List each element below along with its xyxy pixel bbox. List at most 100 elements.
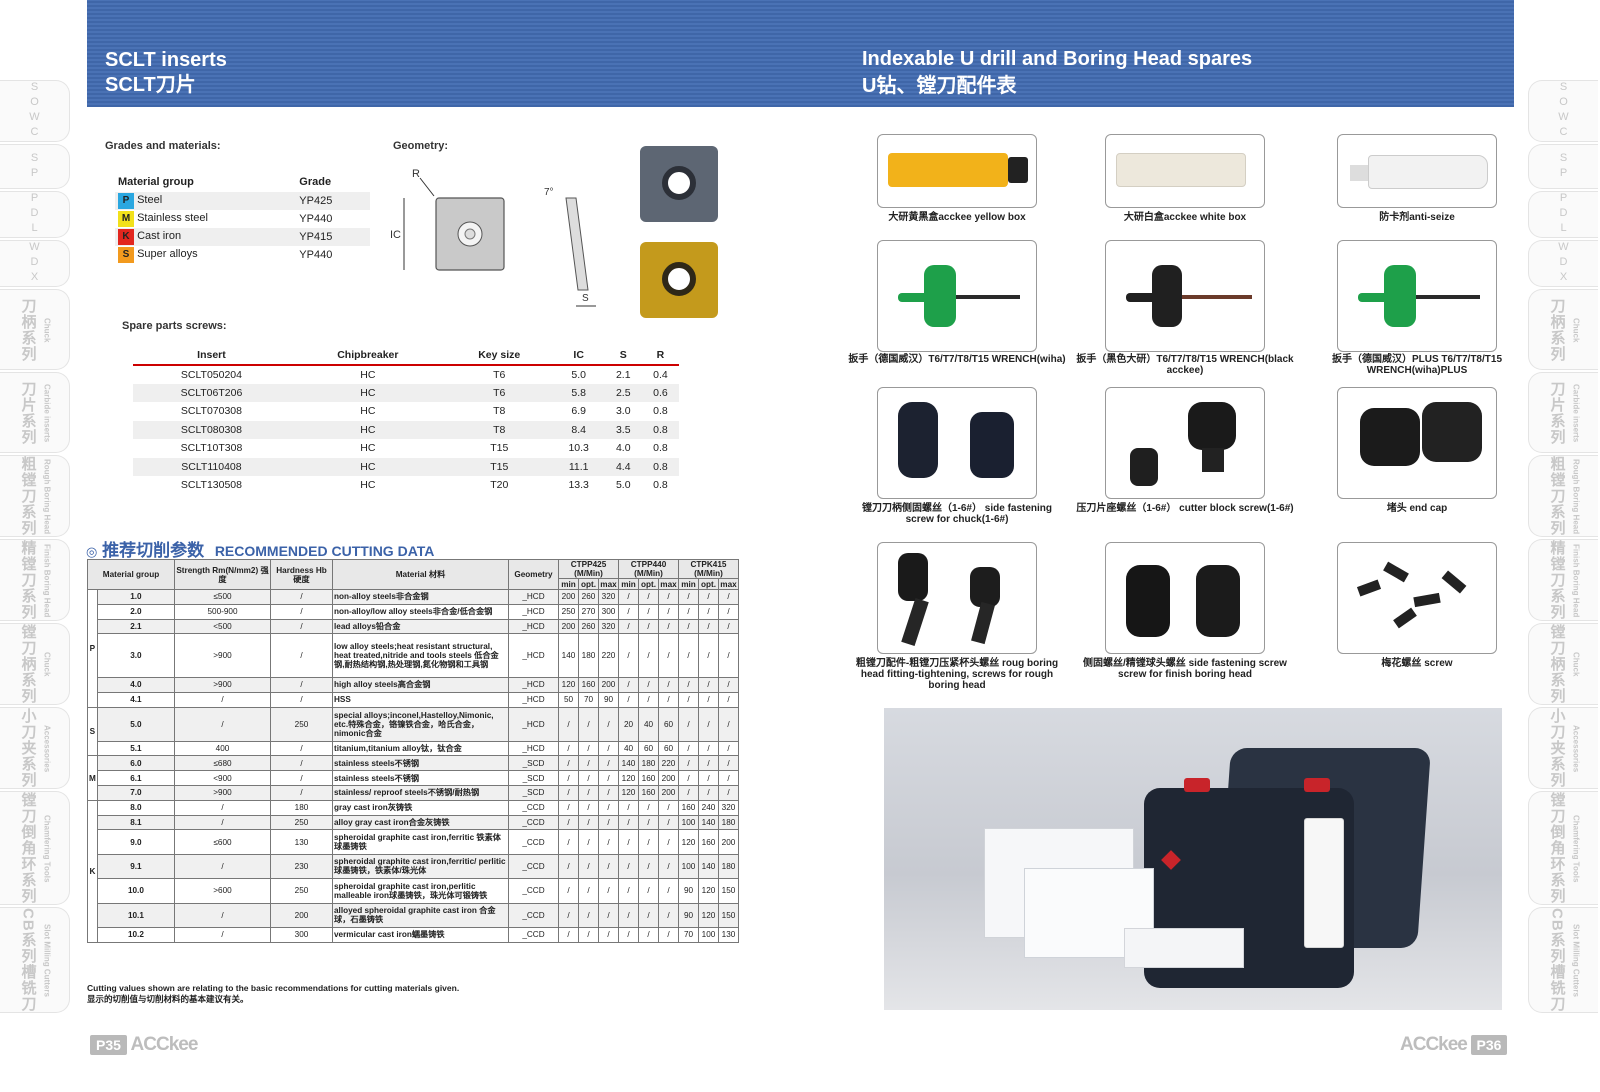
cut-material: lead alloys铅合金 [332, 618, 509, 635]
section-tab-en: Chuck [1571, 317, 1581, 343]
cut-no: 9.0 [96, 829, 176, 855]
cut-speed-value: / [638, 799, 659, 816]
cut-speed-value: / [578, 926, 599, 943]
cut-speed-value: / [658, 926, 679, 943]
geometry-ic-label: IC [390, 229, 401, 241]
section-tab[interactable]: PDL [0, 191, 70, 239]
cutting-title-en: RECOMMENDED CUTTING DATA [214, 543, 435, 559]
section-tab[interactable]: WDX [0, 240, 70, 288]
cut-strength: ≤500 [174, 589, 271, 605]
cut-h-group: Material group [87, 559, 175, 590]
cut-speed-value: 270 [578, 603, 599, 620]
section-tab-en: Carbide inserts [1571, 383, 1581, 442]
grade-material: S Super alloys [115, 246, 296, 264]
cut-geometry: _HCD [508, 740, 559, 757]
cut-speed-value: / [718, 784, 739, 801]
section-tab-code: WDX [1557, 241, 1570, 287]
cut-strength: / [174, 853, 271, 880]
section-tab[interactable]: SP [0, 144, 70, 190]
grade-code-badge: K [118, 229, 134, 245]
cut-speed-value: / [678, 770, 699, 786]
cut-h-grade1: CTPP425 (M/Min) [558, 559, 619, 579]
cut-no: 10.0 [96, 878, 176, 904]
cut-no: 3.0 [96, 633, 176, 678]
cut-geometry: _HCD [508, 706, 559, 742]
cut-speed-value: / [638, 926, 659, 943]
cut-speed-value: / [698, 740, 719, 757]
screws-cell: T15 [490, 442, 509, 455]
section-tab-zh: 刀柄系列 [19, 297, 37, 362]
geometry-title: Geometry: [393, 140, 449, 152]
screws-cell: 5.0 [571, 368, 586, 381]
section-tab[interactable]: SOWC [0, 80, 70, 142]
section-tab[interactable]: SP [1528, 144, 1598, 190]
screws-cell: HC [360, 479, 376, 492]
section-tab-code: PDL [28, 192, 41, 238]
cut-speed-value: / [658, 878, 679, 904]
cut-speed-value: / [578, 853, 599, 880]
section-tab[interactable]: WDX [1528, 240, 1598, 288]
screws-cell: 0.8 [641, 457, 679, 476]
cut-speed-value: / [678, 603, 699, 620]
cut-speed-value: / [598, 814, 619, 831]
screws-cell: T8 [493, 405, 506, 418]
insert-photo-grey [640, 146, 718, 222]
cut-strength: / [174, 926, 271, 943]
geometry-drawing: R IC 7° S [390, 168, 596, 307]
geometry-angle-label: 7° [544, 187, 554, 198]
grade-material: K Cast iron [115, 228, 297, 246]
cut-speed-value: / [558, 755, 579, 772]
screws-cell: 4.4 [604, 457, 642, 476]
section-tab[interactable]: PDL [1528, 191, 1598, 239]
screws-cell: SCLT110408 [133, 457, 290, 476]
cut-speed-value: 140 [698, 814, 719, 831]
cut-speed-value: / [618, 691, 639, 708]
cut-speed-value: 120 [558, 676, 579, 693]
cut-hardness: 250 [270, 814, 333, 831]
cut-subheader: opt. [638, 578, 659, 590]
spare-part-caption: 侧固螺丝/精镗球头螺丝 side fastening screw screw f… [1083, 658, 1287, 680]
cut-speed-value: / [678, 589, 699, 605]
spare-part-image [877, 240, 1037, 352]
section-tab-en: Chamfering Tools [42, 814, 52, 883]
cut-speed-value: 100 [698, 926, 719, 943]
right-footer: ACCkee P36 [1400, 1034, 1508, 1056]
section-tab[interactable]: SOWC [1528, 80, 1598, 142]
spare-part-image [1337, 134, 1497, 208]
cut-speed-value: 90 [598, 691, 619, 708]
grade-code-badge: M [118, 211, 134, 227]
spare-part-image [1337, 387, 1497, 499]
screws-cell: HC [289, 420, 446, 439]
cut-speed-value: 70 [678, 926, 699, 943]
cut-strength: <500 [174, 618, 271, 635]
cut-speed-value: / [698, 633, 719, 678]
left-title-en: SCLT inserts [105, 49, 227, 71]
section-tab-en: Finish Boring Head [42, 543, 52, 617]
cut-speed-value: / [578, 784, 599, 801]
screws-cell: 6.9 [571, 405, 586, 418]
cut-speed-value: 300 [598, 603, 619, 620]
